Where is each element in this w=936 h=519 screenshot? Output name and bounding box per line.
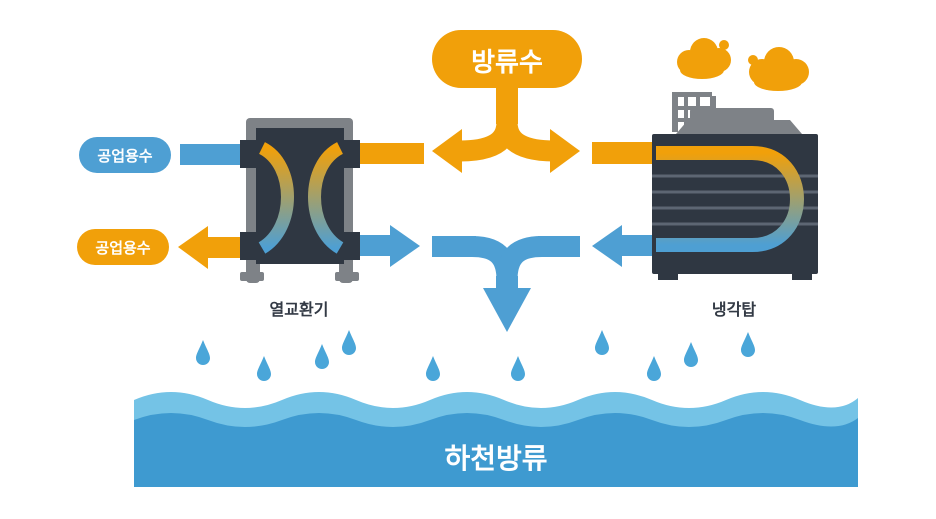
water-drop-icon bbox=[257, 356, 271, 381]
steam-cloud-icon bbox=[677, 38, 731, 79]
discharge-water-pill: 방류수 bbox=[432, 30, 582, 88]
water-drop-icon bbox=[684, 342, 698, 367]
heat-exchanger-label: 열교환기 bbox=[270, 300, 329, 319]
cooling-tower-label: 냉각탑 bbox=[712, 300, 756, 319]
input-water-label: 공업용수 bbox=[97, 147, 152, 165]
river: 하천방류 bbox=[134, 392, 858, 487]
water-drop-icon bbox=[315, 344, 329, 369]
cooling-tower bbox=[652, 92, 818, 280]
industrial-water-output: 공업용수 bbox=[77, 229, 169, 265]
input-pipe bbox=[180, 144, 252, 165]
hx-orange-outlet bbox=[360, 143, 424, 164]
water-drop-icon bbox=[426, 356, 440, 381]
output-water-label: 공업용수 bbox=[95, 239, 150, 257]
water-drops bbox=[196, 330, 755, 381]
heat-exchanger bbox=[240, 118, 360, 283]
orange-split-arrow bbox=[432, 86, 580, 173]
blue-merge-arrow bbox=[432, 236, 580, 332]
tower-orange-inlet bbox=[592, 142, 662, 164]
industrial-water-input: 공업용수 bbox=[79, 137, 171, 173]
water-drop-icon bbox=[511, 356, 525, 381]
tower-blue-arrow bbox=[592, 225, 662, 267]
water-drop-icon bbox=[595, 330, 609, 355]
water-drop-icon bbox=[741, 332, 755, 357]
river-discharge-label: 하천방류 bbox=[444, 442, 547, 475]
water-drop-icon bbox=[196, 340, 210, 365]
water-drop-icon bbox=[342, 330, 356, 355]
hx-blue-arrow bbox=[360, 225, 420, 267]
discharge-label: 방류수 bbox=[471, 48, 543, 78]
steam-cloud-icon bbox=[748, 47, 809, 91]
water-drop-icon bbox=[647, 356, 661, 381]
